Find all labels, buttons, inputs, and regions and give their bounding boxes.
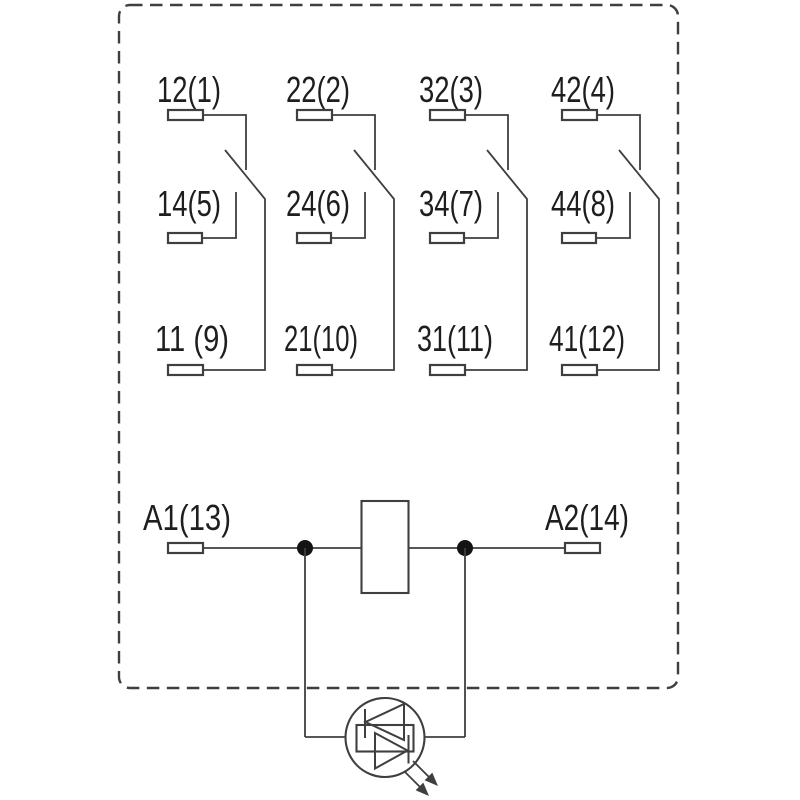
nc-terminal-label: 42(4): [551, 69, 615, 110]
a2-terminal-label: A2(14): [545, 497, 629, 538]
no-terminal-label: 14(5): [157, 183, 221, 224]
com-terminal-label: 41(12): [549, 318, 625, 359]
no-lead-line: [202, 192, 237, 239]
nc-terminal-label: 32(3): [419, 69, 483, 110]
relay-enclosure-dashed-border: [117, 3, 680, 690]
com-terminal-label: 11 (9): [155, 318, 229, 359]
com-terminal-pad: [295, 363, 334, 377]
led-diode-up-triangle: [363, 702, 405, 742]
led-indicator: [305, 696, 465, 796]
contact-group-3: 32(3) 34(7) 31(11): [417, 69, 528, 377]
com-terminal-pad: [166, 363, 205, 377]
led-light-arrow-1-head: [424, 772, 438, 786]
contact-group-1: 12(1) 14(5) 11 (9): [155, 69, 266, 377]
contact-group-2: 22(2) 24(6) 21(10): [284, 69, 395, 377]
nc-terminal-label: 22(2): [286, 69, 350, 110]
led-circle: [344, 696, 426, 779]
led-light-arrow-1-shaft: [412, 760, 431, 779]
no-terminal-pad: [428, 231, 466, 245]
led-light-arrow-2: [403, 770, 429, 796]
com-lead-and-changeover-arm: [597, 149, 660, 371]
nc-terminal-pad: [295, 108, 334, 122]
com-lead-and-changeover-arm: [203, 149, 266, 371]
nc-lead-line: [465, 114, 509, 170]
led-light-arrow-2-shaft: [403, 770, 422, 789]
no-terminal-label: 34(7): [419, 183, 483, 224]
led-light-arrow-1: [412, 760, 438, 786]
com-terminal-label: 21(10): [284, 318, 358, 359]
led-diode-down-triangle: [374, 731, 410, 771]
nc-lead-line: [332, 114, 376, 170]
nc-terminal-label: 12(1): [157, 69, 221, 110]
led-module-box: [355, 723, 415, 753]
a1-terminal-label: A1(13): [143, 497, 231, 538]
nc-lead-line: [597, 114, 641, 170]
no-terminal-label: 44(8): [551, 183, 615, 224]
contact-group-4: 42(4) 44(8) 41(12): [549, 69, 660, 377]
com-lead-and-changeover-arm: [465, 149, 528, 371]
com-terminal-label: 31(11): [417, 318, 493, 359]
nc-terminal-pad: [428, 108, 467, 122]
nc-terminal-pad: [166, 108, 205, 122]
nc-lead-line: [203, 114, 247, 170]
no-lead-line: [331, 192, 366, 239]
no-terminal-pad: [560, 231, 598, 245]
nc-terminal-pad: [560, 108, 599, 122]
com-lead-and-changeover-arm: [332, 149, 395, 371]
coil-box: [360, 499, 410, 595]
a1-terminal-pad: [166, 541, 205, 555]
no-terminal-pad: [295, 231, 333, 245]
coil-section: A1(13) A2(14): [143, 497, 629, 737]
no-lead-line: [464, 192, 499, 239]
com-terminal-pad: [428, 363, 467, 377]
no-terminal-label: 24(6): [286, 183, 350, 224]
no-lead-line: [596, 192, 631, 239]
a2-terminal-pad: [563, 541, 602, 555]
led-light-arrow-2-head: [415, 782, 429, 796]
no-terminal-pad: [166, 231, 204, 245]
com-terminal-pad: [560, 363, 599, 377]
